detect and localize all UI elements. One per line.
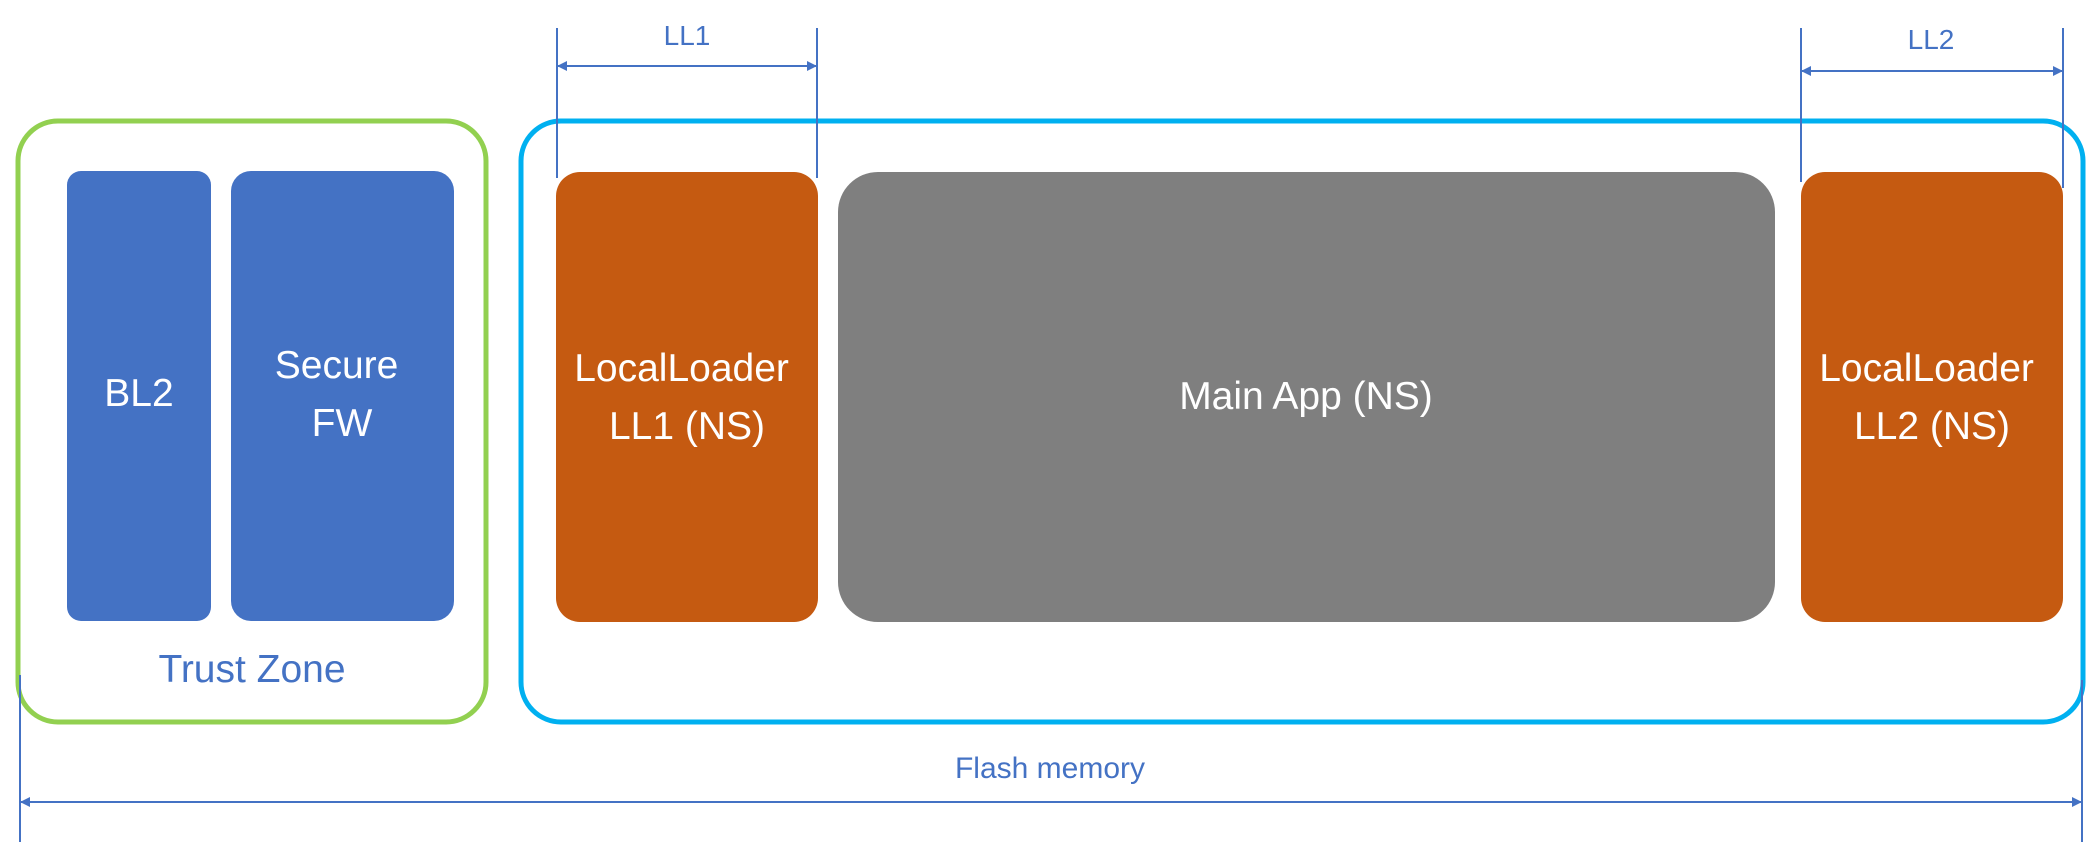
local-loader-ll1-label-line2: LL1 (NS): [609, 405, 765, 448]
local-loader-ll1-label-line1: LocalLoader: [574, 347, 789, 390]
local-loader-ll2-label-line1: LocalLoader: [1819, 347, 2034, 390]
secure-fw-label: Secure FW: [275, 344, 409, 445]
secure-fw-label-line1: Secure: [275, 344, 399, 387]
local-loader-ll1-label: LocalLoader LL1 (NS): [574, 347, 800, 448]
bl2-label: BL2: [104, 372, 173, 415]
ll2-dimension-label: LL2: [1908, 24, 1955, 55]
flash-memory-label: Flash memory: [955, 752, 1145, 785]
local-loader-ll2-label: LocalLoader LL2 (NS): [1819, 347, 2045, 448]
bl2-block: [67, 171, 211, 621]
local-loader-ll1-block: [556, 172, 818, 622]
secure-fw-label-line2: FW: [312, 402, 373, 445]
trust-zone-label: Trust Zone: [158, 648, 345, 691]
ll2-dimension: [1800, 28, 2064, 188]
main-app-block: [838, 172, 1775, 622]
local-loader-ll2-label-line2: LL2 (NS): [1854, 405, 2010, 448]
trust-zone-container: [15, 118, 489, 725]
flash-memory-dimension: [19, 675, 2083, 842]
non-secure-region-container: [518, 118, 2086, 725]
main-app-label: Main App (NS): [1179, 375, 1433, 418]
ll1-dimension: [556, 28, 818, 178]
secure-fw-block: [231, 171, 454, 621]
ll1-dimension-label: LL1: [664, 20, 711, 51]
local-loader-ll2-block: [1801, 172, 2063, 622]
